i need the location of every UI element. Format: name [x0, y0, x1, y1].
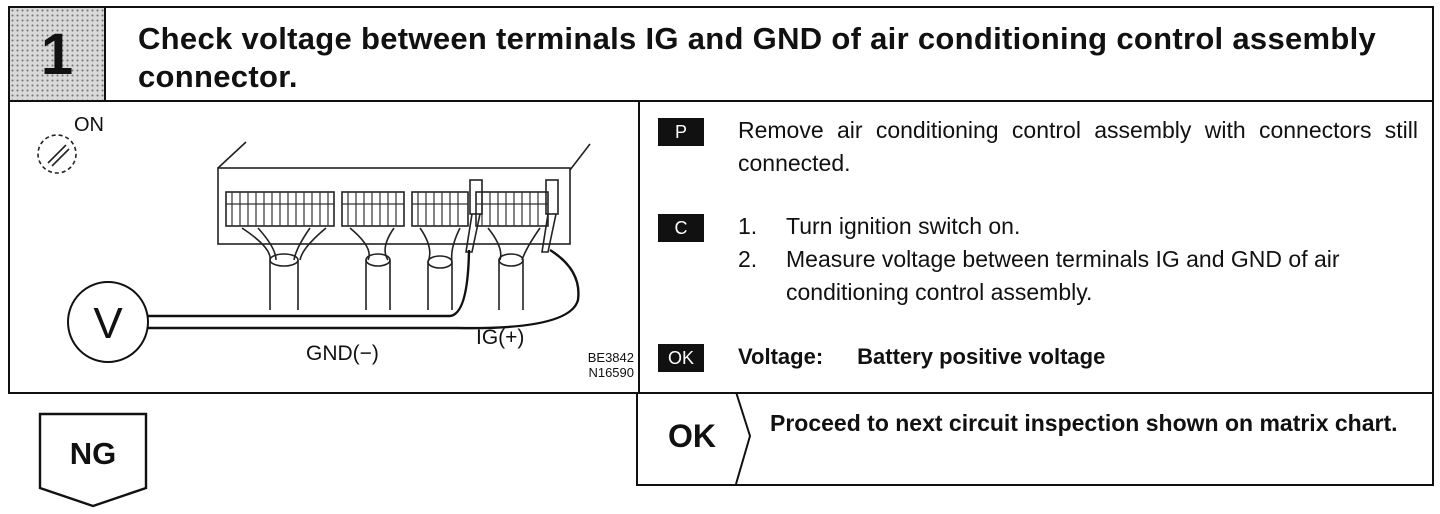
- figure-code-line-1: BE3842: [587, 350, 634, 365]
- result-label: Voltage:: [738, 344, 824, 369]
- ignition-switch-icon: [37, 134, 77, 174]
- gnd-lead-label: GND(−): [306, 342, 379, 365]
- ok-tag: OK: [658, 344, 704, 372]
- figure-code: BE3842 N16590: [588, 350, 634, 380]
- connector-housing-icon: [217, 141, 591, 245]
- ignition-on-label: ON: [74, 114, 104, 136]
- check-step-number: 2.: [738, 246, 758, 272]
- connector-diagram: V GND(−) IG(+) ON BE3842 N16590: [10, 100, 640, 392]
- check-step-text: Turn ignition switch on.: [786, 213, 1021, 239]
- ok-arrow-divider-icon: [735, 392, 752, 485]
- step-title: Check voltage between terminals IG and G…: [138, 21, 1377, 94]
- terminal-pins-icon: [226, 192, 548, 226]
- check-step-text: Measure voltage between terminals IG and…: [786, 246, 1340, 305]
- expected-result: Voltage: Battery positive voltage: [738, 344, 1105, 370]
- step-header: 1 Check voltage between terminals IG and…: [8, 6, 1434, 102]
- ng-branch: NG: [38, 412, 150, 513]
- meter-symbol: V: [93, 299, 123, 348]
- instructions-panel: P Remove air conditioning control assemb…: [640, 100, 1434, 392]
- ig-lead-label: IG(+): [476, 326, 524, 349]
- ok-branch: OK Proceed to next circuit inspection sh…: [636, 392, 1434, 486]
- probe-icon: [465, 179, 559, 253]
- step-number-box: 1: [10, 8, 106, 100]
- ng-arrow-icon: [38, 412, 148, 508]
- connector-illustration: V GND(−) IG(+): [37, 134, 591, 365]
- ok-action-text: Proceed to next circuit inspection shown…: [770, 410, 1398, 436]
- step-body: V GND(−) IG(+) ON BE3842 N16590 P Remove…: [8, 100, 1434, 394]
- check-step: 2. Measure voltage between terminals IG …: [738, 243, 1428, 309]
- voltmeter-icon: [67, 248, 580, 363]
- figure-code-line-2: N16590: [588, 365, 634, 380]
- step-number: 1: [40, 22, 74, 87]
- prep-tag: P: [658, 118, 704, 146]
- check-steps: 1. Turn ignition switch on. 2. Measure v…: [738, 210, 1428, 309]
- prep-text: Remove air conditioning control assembly…: [738, 117, 1418, 176]
- check-step: 1. Turn ignition switch on.: [738, 210, 1428, 243]
- result-value: Battery positive voltage: [857, 344, 1106, 369]
- ng-label: NG: [69, 436, 117, 471]
- ok-label: OK: [668, 418, 716, 454]
- wire-harness-icon: [241, 227, 541, 310]
- check-tag: C: [658, 214, 704, 242]
- check-step-number: 1.: [738, 213, 758, 239]
